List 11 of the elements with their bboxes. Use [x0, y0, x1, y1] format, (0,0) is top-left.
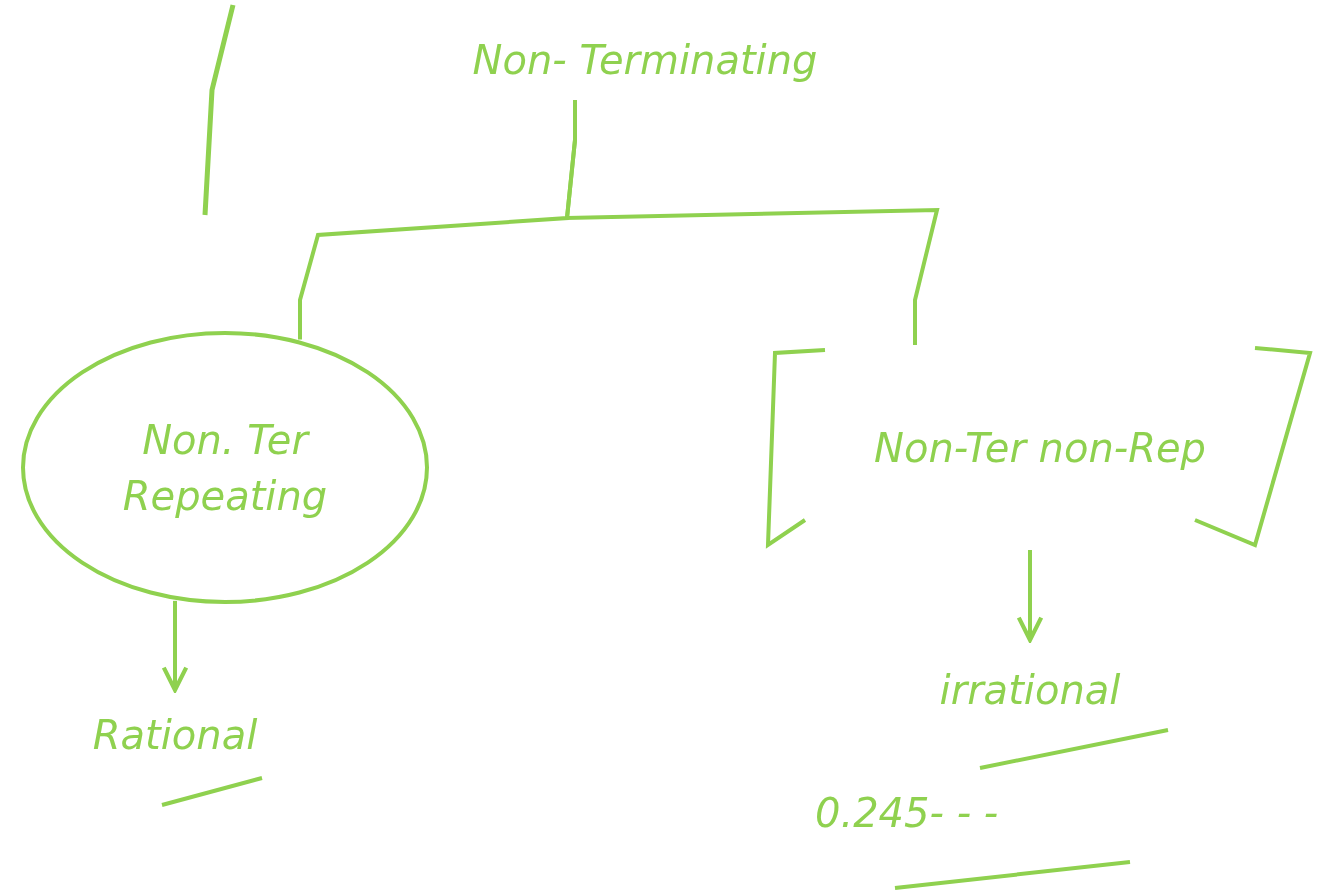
handwritten-number: 0.245- - - — [815, 790, 999, 836]
bracket-node — [765, 345, 1315, 550]
ellipse-node — [20, 330, 430, 605]
arrow — [1016, 550, 1044, 643]
handwritten-text: Rational — [92, 711, 258, 760]
handwritten-text: Non-Ter non-Rep — [874, 423, 1206, 473]
arrow — [161, 600, 189, 693]
branch-line — [564, 100, 940, 345]
handwritten-text: irrational — [939, 666, 1121, 715]
handwritten-text: Non- Terminating — [472, 36, 818, 85]
handwritten-text: Non. Ter Repeating — [121, 415, 329, 521]
